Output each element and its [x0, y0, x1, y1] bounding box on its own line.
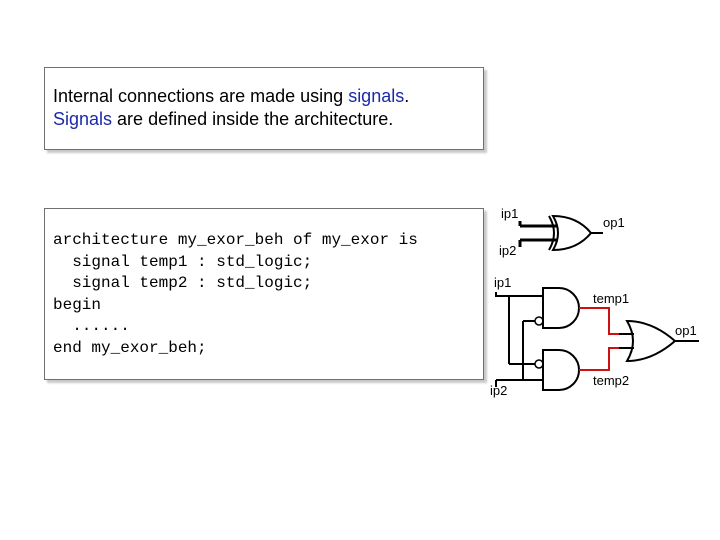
xor-gate-symbol: [551, 214, 593, 252]
label-temp2: temp2: [593, 373, 629, 388]
code-line: ......: [53, 317, 130, 335]
and-gate-1: [542, 287, 580, 329]
bottom-circuit: ip1 ip2 temp1 temp2 op1: [490, 275, 699, 398]
signal-wire-temp1: [579, 307, 619, 335]
or-gate: [625, 319, 677, 363]
signals-highlight-2: Signals: [53, 109, 113, 129]
inverter-bubble-1: [534, 316, 544, 326]
top-xor-circuit: ip1 ip2 op1: [499, 206, 625, 258]
vhdl-code: architecture my_exor_beh of my_exor is s…: [53, 230, 475, 359]
top-label-op1: op1: [603, 215, 625, 230]
code-line: signal temp1 : std_logic;: [53, 252, 313, 271]
code-line: begin: [53, 295, 102, 314]
code-line: architecture my_exor_beh of my_exor is: [53, 231, 418, 249]
and-gate-2: [542, 349, 580, 391]
code-line: signal temp2 : std_logic;: [53, 274, 313, 292]
bottom-label-ip1: ip1: [494, 275, 511, 290]
xor-gate-extra-curve: [548, 215, 555, 251]
top-label-ip2: ip2: [499, 243, 516, 258]
code-line: end my_exor_beh;: [53, 338, 207, 357]
label-temp1: temp1: [593, 291, 629, 306]
top-label-ip1: ip1: [501, 206, 518, 221]
intro-line-1-period: .: [404, 86, 410, 106]
bottom-label-op1: op1: [675, 323, 697, 338]
signal-wire-temp2: [579, 347, 619, 371]
intro-text-box: Internal connections are made using sign…: [44, 67, 484, 150]
intro-line-2-text: are defined inside the architecture.: [112, 109, 394, 129]
bottom-label-ip2: ip2: [490, 383, 507, 398]
code-box: architecture my_exor_beh of my_exor is s…: [44, 208, 484, 380]
intro-line-1-text: Internal connections are made using: [53, 86, 349, 106]
circuit-diagram: ip1 ip2 op1 ip1 ip2 temp1 temp2 op1: [490, 206, 699, 398]
signals-highlight: signals: [348, 86, 405, 106]
inverter-bubble-2: [534, 359, 544, 369]
intro-line-1: Internal connections are made using sign…: [53, 85, 475, 108]
intro-line-2: Signals are defined inside the architect…: [53, 108, 475, 131]
